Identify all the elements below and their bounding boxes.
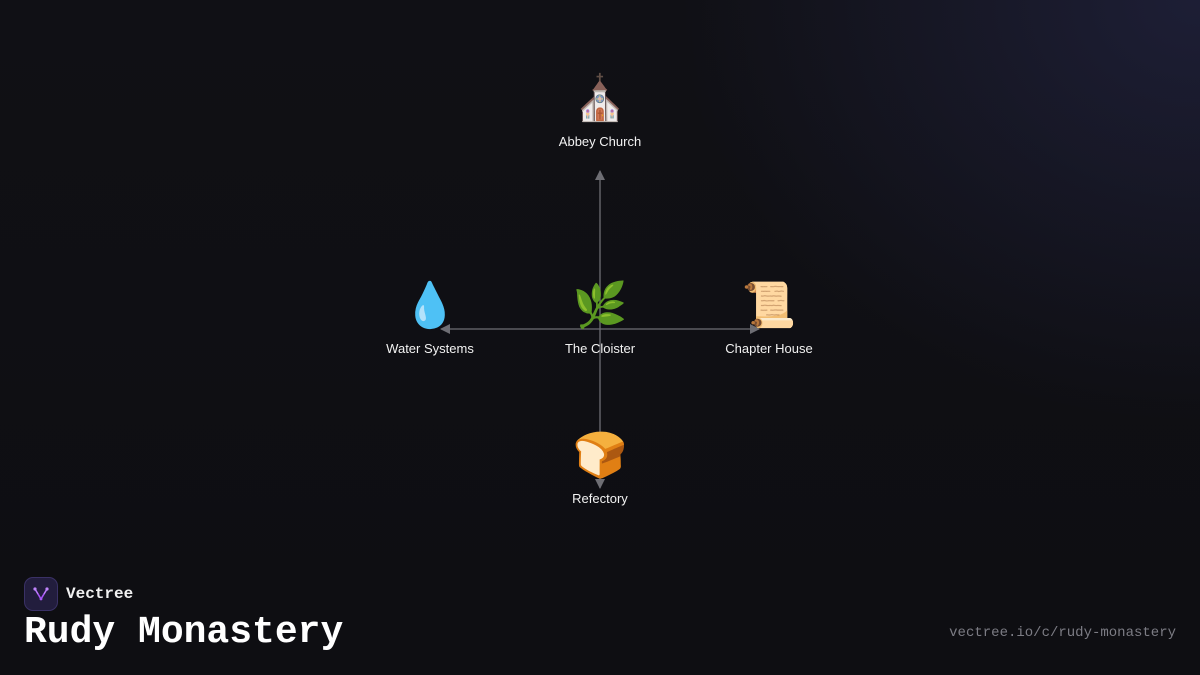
brand[interactable]: Vectree <box>24 577 133 611</box>
node-label: The Cloister <box>564 341 636 356</box>
node-water-systems[interactable]: 💧 Water Systems <box>340 281 520 357</box>
node-label: Abbey Church <box>558 134 642 149</box>
node-refectory[interactable]: 🍞 Refectory <box>510 431 690 507</box>
brand-name: Vectree <box>66 585 134 603</box>
node-chapter-house[interactable]: 📜 Chapter House <box>679 281 859 357</box>
node-label: Refectory <box>572 491 628 506</box>
vectree-logo-icon <box>24 577 58 611</box>
scroll-icon: 📜 <box>741 280 797 331</box>
node-abbey-church[interactable]: ⛪ Abbey Church <box>510 74 690 150</box>
share-url[interactable]: vectree.io/c/rudy-monastery <box>949 625 1176 641</box>
node-the-cloister[interactable]: 🌿 The Cloister <box>510 281 690 357</box>
church-icon: ⛪ <box>572 73 628 124</box>
page-title: Rudy Monastery <box>24 611 344 654</box>
node-label: Water Systems <box>386 341 474 356</box>
node-label: Chapter House <box>725 341 813 356</box>
herb-icon: 🌿 <box>572 280 628 331</box>
bread-icon: 🍞 <box>572 430 628 481</box>
water-drop-icon: 💧 <box>402 280 458 331</box>
